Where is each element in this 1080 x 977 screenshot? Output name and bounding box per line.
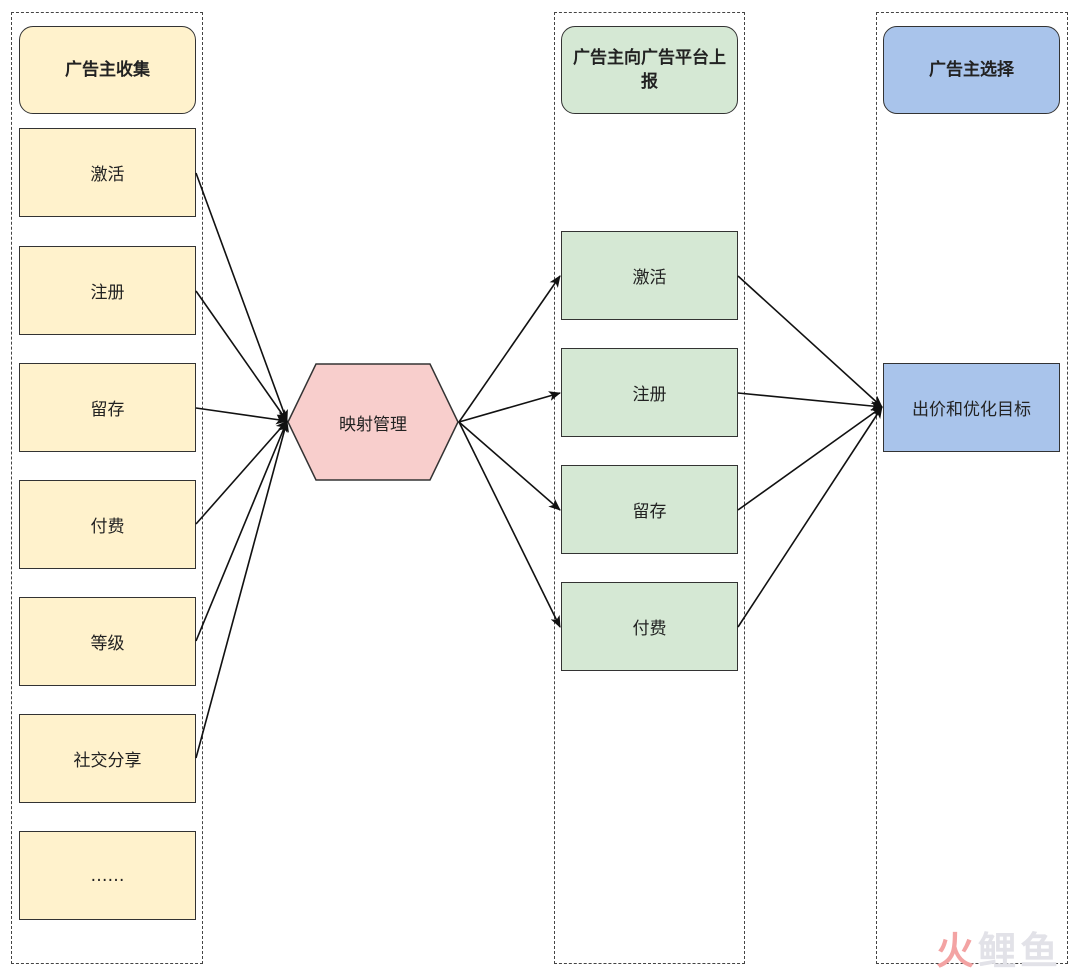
arrow-mapping-to-report-activation (458, 275, 561, 423)
choose-lane (876, 12, 1068, 964)
collect-item-more: …… (19, 831, 196, 920)
report-item-payment: 付费 (561, 582, 738, 671)
collect-item-social-share: 社交分享 (19, 714, 196, 803)
watermark-first: 火 (935, 929, 978, 973)
arrow-report-retention-to-choose (737, 406, 883, 511)
collect-item-payment: 付费 (19, 480, 196, 569)
watermark-logo: 火鲤鱼 (936, 920, 1062, 975)
collect-item-activation: 激活 (19, 128, 196, 217)
arrow-report-payment-to-choose (737, 406, 883, 628)
arrow-report-registration-to-choose (737, 392, 883, 411)
arrow-social-share-to-mapping (195, 420, 289, 759)
report-lane (554, 12, 745, 964)
collect-item-level: 等级 (19, 597, 196, 686)
collect-item-registration: 注册 (19, 246, 196, 335)
mapping-label: 映射管理 (339, 414, 407, 435)
arrow-mapping-to-report-payment (458, 421, 561, 628)
arrow-activation-to-mapping (195, 172, 288, 422)
arrow-mapping-to-report-retention (458, 421, 561, 511)
arrow-level-to-mapping (195, 420, 288, 642)
arrow-retention-to-mapping (195, 407, 288, 425)
mapping-hexagon (287, 363, 459, 481)
arrow-payment-to-mapping (195, 420, 288, 525)
arrow-registration-to-mapping (195, 290, 288, 422)
collect-lane (11, 12, 203, 964)
choose-item-bid-target: 出价和优化目标 (883, 363, 1060, 452)
report-item-retention: 留存 (561, 465, 738, 554)
arrow-mapping-to-report-registration (458, 391, 561, 423)
collect-header: 广告主收集 (19, 26, 196, 114)
report-header: 广告主向广告平台上报 (561, 26, 738, 114)
report-item-registration: 注册 (561, 348, 738, 437)
arrow-report-activation-to-choose (737, 275, 883, 408)
report-item-activation: 激活 (561, 231, 738, 320)
watermark-rest: 鲤鱼 (977, 929, 1062, 973)
collect-item-retention: 留存 (19, 363, 196, 452)
choose-header: 广告主选择 (883, 26, 1060, 114)
